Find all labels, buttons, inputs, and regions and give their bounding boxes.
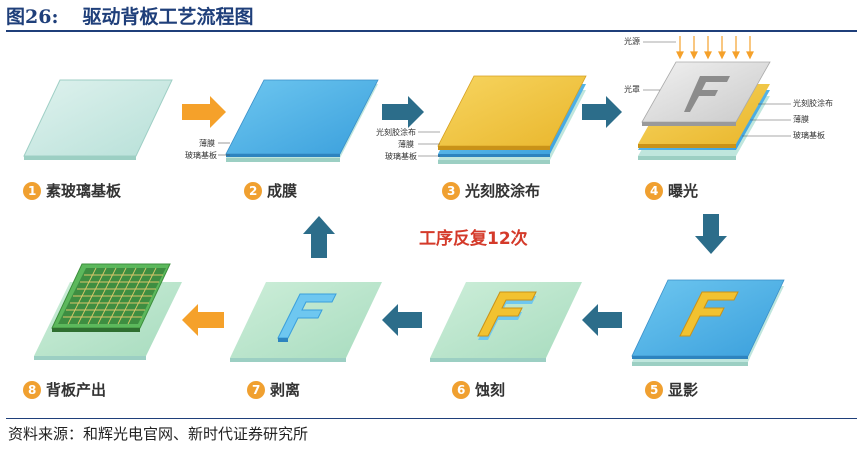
step-5-graphic xyxy=(631,279,785,366)
arrow-step1-to-step2 xyxy=(182,96,226,128)
arrow-step3-to-step4 xyxy=(582,96,622,128)
step-6-graphic xyxy=(430,282,582,362)
step-1-badge xyxy=(23,182,41,200)
glass-label-4: 玻璃基板 xyxy=(793,130,825,140)
step-4-graphic xyxy=(638,36,771,160)
step-5-label: 5 显影 xyxy=(645,381,698,399)
arrow-step5-to-step6 xyxy=(582,304,622,336)
pattern-f-6 xyxy=(478,296,536,340)
svg-text:素玻璃基板: 素玻璃基板 xyxy=(46,182,122,200)
step-2-badge xyxy=(244,182,262,200)
svg-text:4: 4 xyxy=(650,184,658,198)
step-4-label: 4 曝光 xyxy=(645,182,698,200)
step-6-badge xyxy=(452,381,470,399)
step-3-badge xyxy=(442,182,460,200)
step-3-label: 3 光刻胶涂布 xyxy=(442,182,540,200)
mask-label: 光罩 xyxy=(624,84,640,94)
step-7-badge xyxy=(247,381,265,399)
svg-text:显影: 显影 xyxy=(668,381,698,399)
arrow-step7-to-step8 xyxy=(182,304,224,336)
step-2-graphic xyxy=(225,79,379,162)
step-7-graphic xyxy=(230,282,382,362)
svg-text:8: 8 xyxy=(28,383,36,397)
step-7-label: 7 剥离 xyxy=(247,381,300,399)
film-label-3: 薄膜 xyxy=(398,139,414,149)
step-3-graphic xyxy=(437,75,587,164)
arrow-step2-to-step3 xyxy=(382,96,424,128)
glass-label-3: 玻璃基板 xyxy=(385,151,417,161)
step-3-layer-labels: 光刻胶涂布 薄膜 玻璃基板 xyxy=(376,127,440,161)
svg-text:曝光: 曝光 xyxy=(668,182,698,200)
source-note: 资料来源：和辉光电官网、新时代证券研究所 xyxy=(8,425,309,443)
svg-text:6: 6 xyxy=(457,383,465,397)
film-label-4: 薄膜 xyxy=(793,114,809,124)
repeat-note: 工序反复12次 xyxy=(419,228,528,249)
arrow-step6-to-step7 xyxy=(382,304,422,336)
process-diagram: 薄膜 玻璃基板 光刻胶涂布 薄膜 玻璃基板 xyxy=(23,36,833,399)
step-4-layer-labels: 光源 光罩 光刻胶涂布 薄膜 玻璃基板 xyxy=(624,36,833,140)
svg-text:7: 7 xyxy=(252,383,260,397)
glass-label: 玻璃基板 xyxy=(185,150,217,160)
arrow-step7-to-step2 xyxy=(303,216,335,258)
svg-text:光刻胶涂布: 光刻胶涂布 xyxy=(464,182,540,200)
pattern-f-5 xyxy=(679,291,739,337)
photoresist-label: 光刻胶涂布 xyxy=(376,127,416,137)
step-6-label: 6 蚀刻 xyxy=(452,381,505,399)
mask-f-pattern xyxy=(684,76,730,112)
step-1-graphic xyxy=(23,79,173,160)
step-4-badge xyxy=(645,182,663,200)
step-8-label: 8 背板产出 xyxy=(23,381,106,399)
title-rule xyxy=(6,30,857,32)
step-2-label: 2 成膜 xyxy=(244,182,297,200)
svg-text:1: 1 xyxy=(28,184,36,198)
figure-title-text: 驱动背板工艺流程图 xyxy=(82,6,254,28)
svg-text:蚀刻: 蚀刻 xyxy=(474,381,505,399)
svg-text:剥离: 剥离 xyxy=(270,381,300,399)
step-8-badge xyxy=(23,381,41,399)
arrow-step4-to-step5 xyxy=(695,214,727,254)
step-2-layer-labels: 薄膜 玻璃基板 xyxy=(185,138,230,160)
step-1-label: 1 素玻璃基板 xyxy=(23,182,122,200)
source-rule xyxy=(6,418,857,419)
light-source-label: 光源 xyxy=(624,36,640,46)
step-8-graphic xyxy=(34,263,182,360)
svg-text:5: 5 xyxy=(650,383,658,397)
light-rays xyxy=(676,36,754,60)
tft-grid xyxy=(63,267,163,325)
svg-text:2: 2 xyxy=(249,184,257,198)
figure-title: 图26: 驱动背板工艺流程图 xyxy=(6,2,253,29)
film-label: 薄膜 xyxy=(199,138,215,148)
svg-text:背板产出: 背板产出 xyxy=(46,381,106,399)
svg-text:成膜: 成膜 xyxy=(267,182,297,200)
step-5-badge xyxy=(645,381,663,399)
figure-number: 图26: xyxy=(6,6,59,28)
photoresist-label-4: 光刻胶涂布 xyxy=(793,98,833,108)
svg-text:3: 3 xyxy=(447,184,455,198)
